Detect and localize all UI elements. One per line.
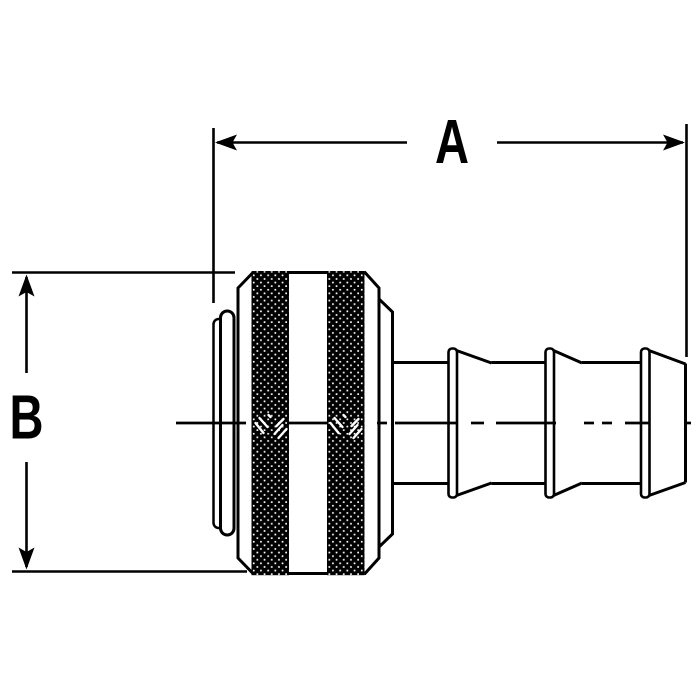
dim-b-arrow-down-icon [18,547,35,570]
dim-a-label: A [435,108,469,177]
barb-cone-top [455,349,493,365]
dim-a-arrow-right-icon [663,134,685,151]
barb-cone-top [648,349,687,366]
dim-b-arrow-up-icon [18,274,35,297]
dim-b-label: B [10,384,44,453]
knurl-band-left [251,271,289,576]
barb-cone-bottom [648,481,687,497]
dimension-a: A [212,108,688,357]
barb-cone-top [552,349,583,365]
barb-cone-bottom [552,481,583,497]
knurl-texture [251,271,365,576]
dimension-b: B [10,271,247,573]
dim-a-arrow-left-icon [215,134,237,151]
knurl-band-right [327,271,365,576]
barb-cone-bottom [455,481,493,497]
